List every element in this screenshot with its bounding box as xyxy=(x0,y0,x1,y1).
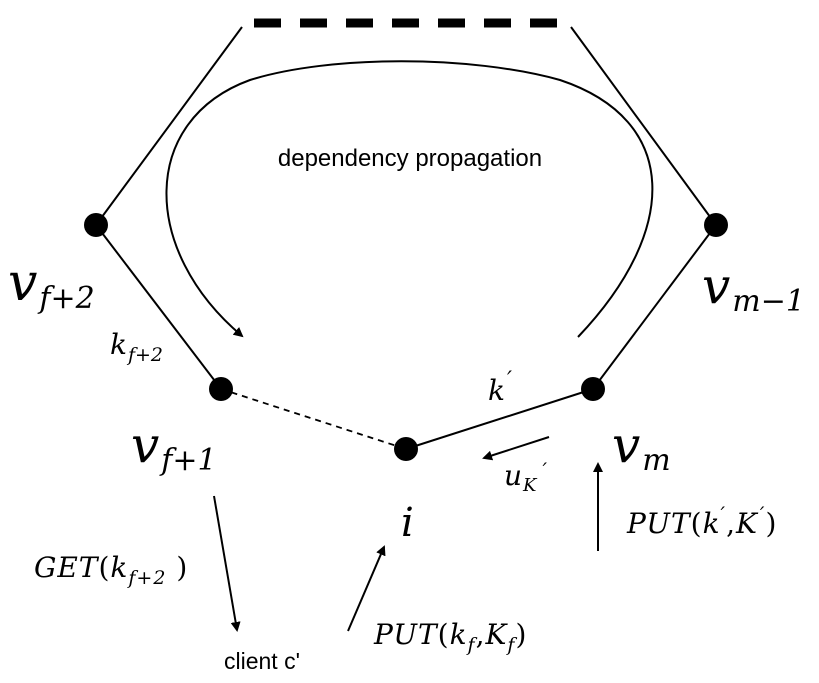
label-v-f1: vf+1 xyxy=(131,416,217,478)
node-i xyxy=(394,437,418,461)
arrow-get xyxy=(213,495,241,632)
node-v-f2 xyxy=(84,213,108,237)
propagation-arc xyxy=(165,60,654,338)
edge-vf2-vf1 xyxy=(95,224,222,390)
label-v-m1: vm−1 xyxy=(702,257,805,319)
label-k-f2: kf+2 xyxy=(110,328,163,366)
label-client: client c' xyxy=(224,648,300,674)
label-v-m: vm xyxy=(612,416,671,478)
edge-vf1-i xyxy=(220,388,407,450)
label-k-prime: k′ xyxy=(488,368,512,407)
node-v-m xyxy=(581,377,605,401)
label-u-k: uK′ xyxy=(504,458,548,496)
edge-i-vm xyxy=(405,388,594,450)
edge-vm-vm1 xyxy=(592,224,717,390)
label-get: GET(kf+2 ) xyxy=(34,551,188,589)
edge-top-left xyxy=(95,26,243,226)
label-i: i xyxy=(401,500,414,546)
edge-vm1-top-right xyxy=(570,26,717,226)
node-v-f1 xyxy=(209,377,233,401)
propagation-label: dependency propagation xyxy=(278,145,542,172)
label-put-k: PUT(k′,K′) xyxy=(626,502,777,540)
label-put-f: PUT(kf,Kf) xyxy=(373,618,527,656)
label-v-f2: vf+2 xyxy=(8,253,95,316)
node-v-m1 xyxy=(704,213,728,237)
arrow-u-k xyxy=(482,436,550,461)
arrow-put-f xyxy=(347,545,386,632)
